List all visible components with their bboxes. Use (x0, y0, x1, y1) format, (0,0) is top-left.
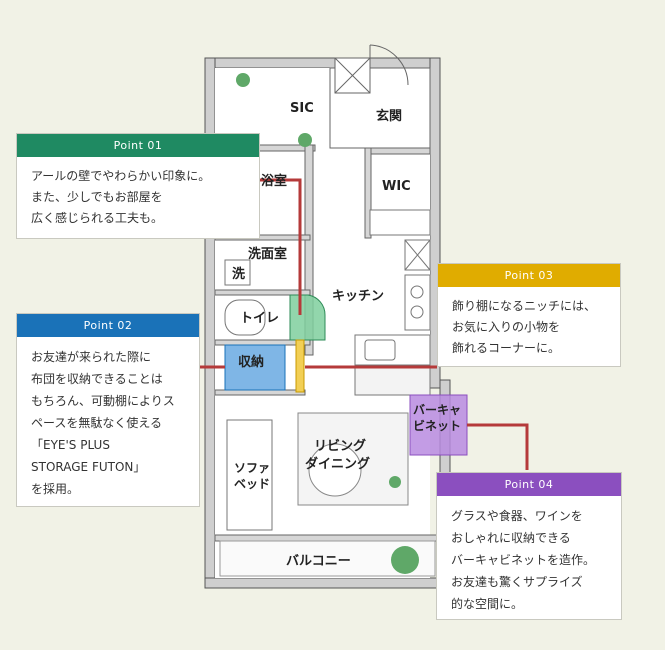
room-label-bar-cabinet-1: バーキャ (413, 403, 461, 417)
point-03-text: 飾り棚になるニッチには、 お気に入りの小物を 飾れるコーナーに。 (452, 299, 597, 355)
point-01-header: Point 01 (17, 134, 259, 157)
room-label-washroom: 洗面室 (248, 246, 287, 262)
room-label-sic: SIC (290, 101, 314, 116)
point-02-text: お友達が来られた際に 布団を収納できることは もちろん、可動棚によりス ペースを… (31, 350, 175, 496)
point-04-text: グラスや食器、ワインを おしゃれに収納できる バーキャビネットを造作。 お友達も… (451, 509, 596, 611)
point-04-header: Point 04 (437, 473, 621, 496)
room-label-bar-cabinet-2: ビネット (413, 418, 461, 433)
curved-wall (289, 294, 326, 341)
point-02-callout: Point 02 お友達が来られた際に 布団を収納できることは もちろん、可動棚… (16, 313, 200, 507)
room-label-sofa-1: ソファ (234, 461, 270, 475)
room-label-storage: 収納 (238, 354, 264, 370)
point-03-callout: Point 03 飾り棚になるニッチには、 お気に入りの小物を 飾れるコーナーに… (437, 263, 621, 367)
plant-icons (236, 73, 419, 574)
point-04-callout: Point 04 グラスや食器、ワインを おしゃれに収納できる バーキャビネット… (436, 472, 622, 620)
room-label-balcony: バルコニー (286, 554, 351, 569)
point-01-text: アールの壁でやわらかい印象に。 また、少しでもお部屋を 広く感じられる工夫も。 (31, 169, 211, 225)
dining-table (308, 443, 362, 497)
connector-lines (200, 178, 529, 470)
room-label-entrance: 玄関 (376, 108, 402, 124)
room-label-living-2: ダイニング (305, 456, 370, 472)
room-label-bath: 浴室 (261, 173, 287, 189)
point-01-callout: Point 01 アールの壁でやわらかい印象に。 また、少しでもお部屋を 広く感… (16, 133, 260, 239)
niche-highlight (295, 339, 305, 393)
room-label-toilet: トイレ (240, 311, 279, 326)
storage-highlight (224, 344, 286, 391)
room-label-wic: WIC (382, 179, 411, 194)
front-door (334, 44, 409, 94)
room-label-washer: 洗 (232, 266, 245, 282)
room-label-living-1: リビング (314, 438, 366, 454)
room-label-sofa-2: ベッド (234, 477, 270, 491)
point-03-header: Point 03 (438, 264, 620, 287)
bar-cabinet-highlight (409, 394, 468, 456)
point-02-header: Point 02 (17, 314, 199, 337)
room-label-kitchen: キッチン (332, 289, 384, 304)
